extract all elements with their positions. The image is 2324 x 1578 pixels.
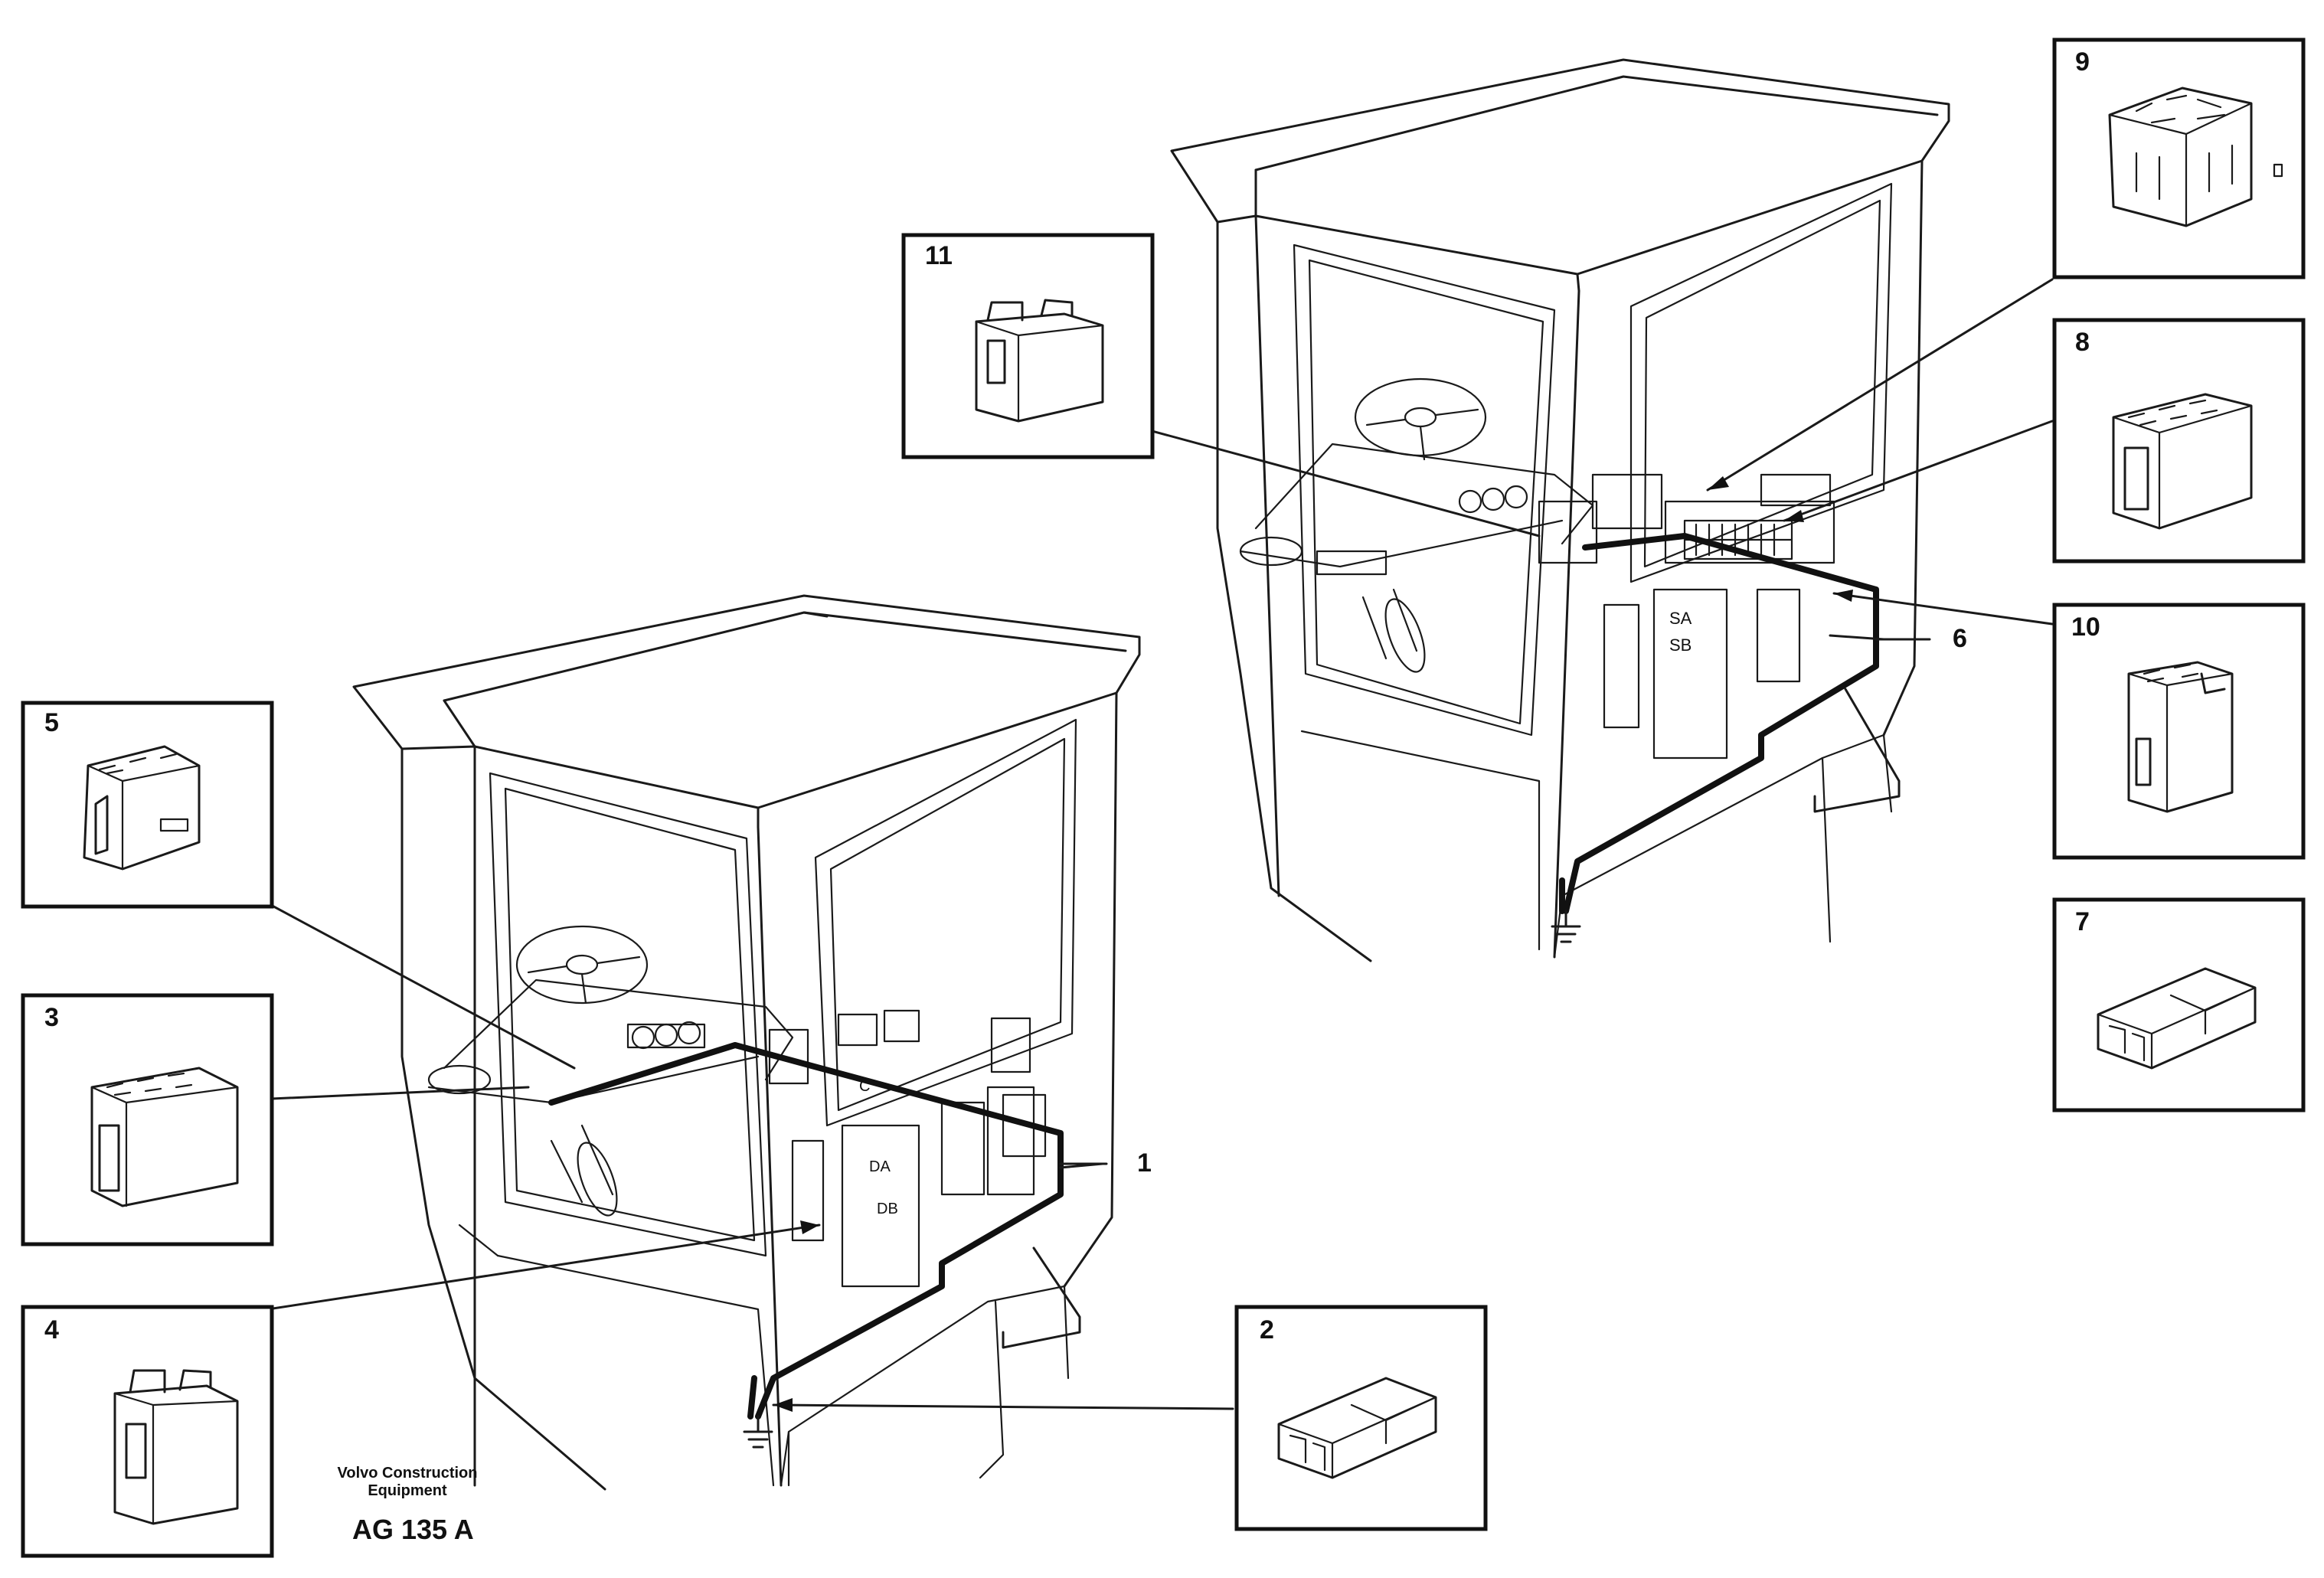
- cab-b-panel-lower-label: SB: [1669, 635, 1692, 655]
- callout-11-label: 11: [925, 241, 953, 270]
- connector-4-icon: [113, 1369, 239, 1525]
- callout-7-label: 7: [2075, 907, 2090, 936]
- harness-cab-a: [548, 1042, 1108, 1420]
- connector-11-icon: [975, 299, 1104, 423]
- callout-10-label: 10: [2071, 613, 2100, 642]
- connector-box-11[interactable]: 11: [901, 233, 1155, 459]
- connector-box-3[interactable]: 3: [21, 993, 274, 1246]
- callout-5-label: 5: [44, 708, 59, 737]
- caption-company-line2: Equipment: [368, 1482, 447, 1499]
- leader-lines: [266, 278, 2054, 1410]
- connector-9-icon: [2108, 87, 2283, 227]
- cab-a-panel-lower-label: DB: [877, 1201, 898, 1217]
- connector-7-icon: [2097, 967, 2257, 1070]
- callout-3-label: 3: [44, 1003, 59, 1032]
- cab-a: C DA DB: [352, 594, 1141, 1491]
- ground-symbol-cab-b: [1551, 910, 1581, 943]
- connector-box-10[interactable]: 10: [2052, 603, 2306, 860]
- cab-a-body: [400, 747, 606, 1491]
- caption-code: AG 135 A: [352, 1514, 474, 1545]
- callout-6-label: 6: [1953, 624, 1967, 653]
- callout-2-label: 2: [1260, 1315, 1274, 1344]
- connector-box-8[interactable]: 8: [2052, 318, 2306, 564]
- connector-3-icon: [90, 1067, 239, 1207]
- connector-box-7[interactable]: 7: [2052, 897, 2306, 1112]
- cab-b: SA SB: [1170, 58, 1950, 962]
- connector-box-5[interactable]: 5: [21, 701, 274, 909]
- callout-4-label: 4: [44, 1315, 59, 1344]
- arrowheads: [773, 476, 1853, 1412]
- connector-8-icon: [2112, 393, 2253, 530]
- cab-b-panel-upper-label: SA: [1669, 609, 1692, 628]
- connector-10-icon: [2127, 661, 2234, 813]
- caption-company-line1: Volvo Construction: [338, 1465, 478, 1482]
- connector-box-9[interactable]: 9: [2052, 38, 2306, 279]
- connector-box-2[interactable]: 2: [1234, 1305, 1488, 1531]
- caption-block: Volvo Construction Equipment AG 135 A: [338, 1465, 478, 1545]
- connector-box-4[interactable]: 4: [21, 1305, 274, 1558]
- connector-2-icon: [1277, 1377, 1437, 1479]
- cab-a-panel-upper-label: DA: [869, 1158, 891, 1175]
- callout-9-label: 9: [2075, 47, 2090, 77]
- ground-symbol-cab-a: [743, 1415, 773, 1449]
- connector-5-icon: [83, 745, 201, 871]
- callout-1-label: 1: [1137, 1148, 1152, 1178]
- harness-cab-b: [1559, 533, 1931, 914]
- callout-8-label: 8: [2075, 328, 2090, 357]
